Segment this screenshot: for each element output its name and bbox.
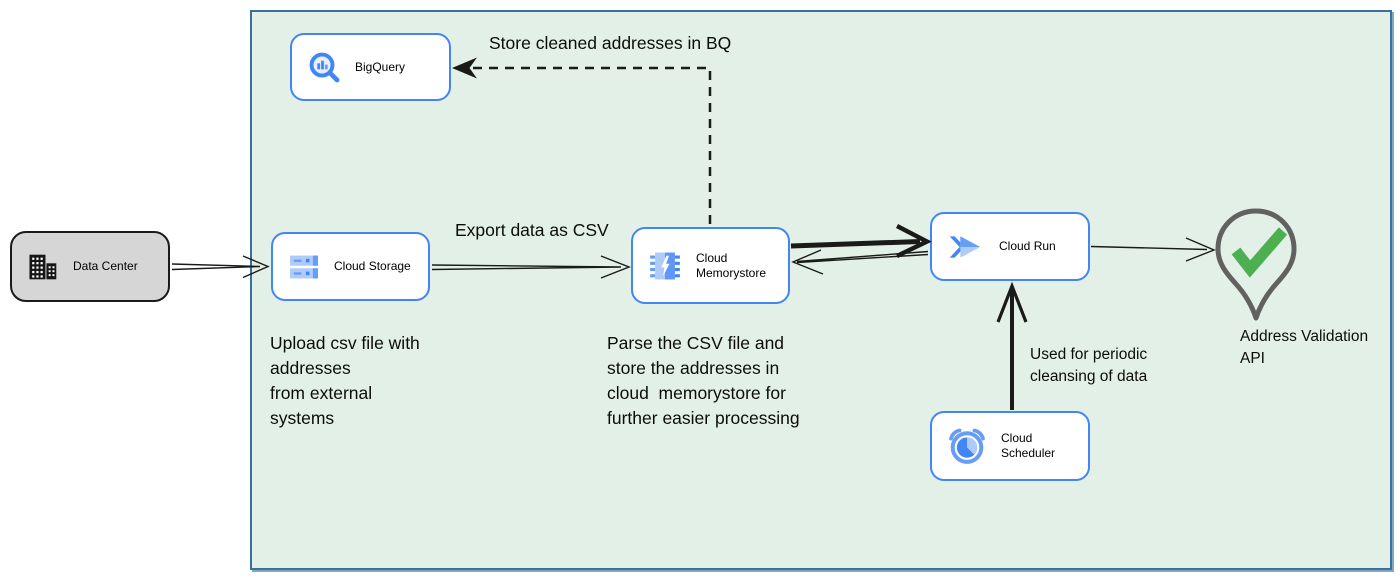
cloud-scheduler-node: Cloud Scheduler (930, 411, 1090, 481)
data-center-label: Data Center (73, 259, 138, 273)
annotation-parse-note: Parse the CSV file and store the address… (607, 333, 800, 428)
annotation-upload-note: Upload csv file with addresses from exte… (270, 333, 420, 428)
cloud-scheduler-icon (947, 426, 987, 466)
edge-label-store-cleaned: Store cleaned addresses in BQ (489, 33, 732, 53)
cloud-storage-node: Cloud Storage (271, 232, 430, 301)
building-icon (27, 252, 59, 282)
cloud-memorystore-node: Cloud Memorystore (631, 227, 790, 304)
bigquery-node: BigQuery (290, 33, 451, 101)
gcp-boundary-container (250, 10, 1392, 570)
cloud-run-node: Cloud Run (930, 212, 1090, 281)
bigquery-label: BigQuery (355, 59, 406, 74)
cloud-scheduler-label: Cloud Scheduler (1001, 431, 1056, 460)
cloud-storage-icon (288, 253, 320, 281)
cloud-run-icon (947, 230, 985, 264)
edge-label-export-csv: Export data as CSV (455, 220, 609, 240)
data-center-node: Data Center (10, 231, 170, 302)
address-validation-api-label: Address Validation API (1240, 328, 1369, 367)
cloud-memorystore-icon (648, 249, 682, 283)
bigquery-icon (307, 50, 341, 84)
cloud-memorystore-label: Cloud Memorystore (696, 250, 767, 280)
cloud-storage-label: Cloud Storage (334, 259, 411, 273)
edge-label-periodic-cleansing: Used for periodic cleansing of data (1030, 346, 1148, 385)
cloud-run-label: Cloud Run (999, 239, 1056, 253)
